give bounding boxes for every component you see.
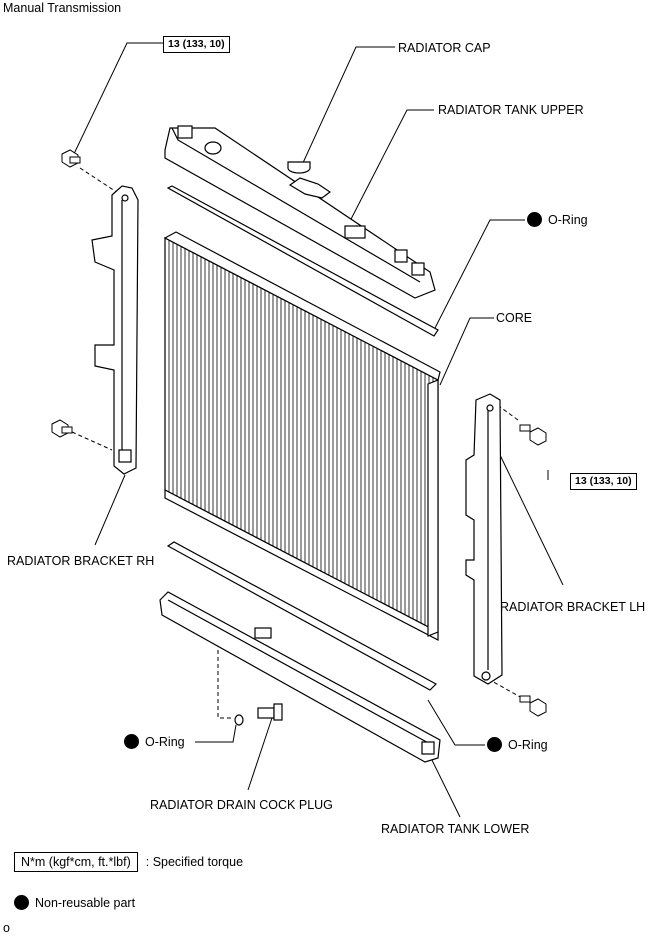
- label-radiator-cap: RADIATOR CAP: [398, 41, 491, 55]
- non-reusable-marker-icon: [487, 737, 502, 752]
- radiator-bracket-rh: [91, 185, 139, 475]
- label-o-ring-lower: O-Ring: [487, 737, 548, 752]
- torque-spec-rh: 13 (133, 10): [163, 36, 230, 53]
- label-radiator-bracket-rh: RADIATOR BRACKET RH: [7, 554, 155, 568]
- label-radiator-drain-cock-plug: RADIATOR DRAIN COCK PLUG: [150, 798, 333, 812]
- bolt-lh-top: [519, 424, 547, 446]
- o-ring-upper: [166, 185, 439, 337]
- footer-code: o: [3, 921, 10, 935]
- non-reusable-marker-icon: [14, 895, 29, 910]
- o-ring-drain-text: O-Ring: [145, 734, 185, 749]
- o-ring-lower: [166, 541, 437, 691]
- legend-torque-desc: : Specified torque: [145, 855, 244, 869]
- bolt-lh-bottom: [519, 695, 547, 717]
- radiator-tank-lower: [159, 591, 441, 763]
- o-ring-upper-text: O-Ring: [548, 212, 588, 227]
- bolt-rh-bottom: [51, 419, 73, 438]
- torque-spec-lh: 13 (133, 10): [570, 473, 637, 490]
- dashed-lines: [71, 167, 523, 719]
- label-o-ring-upper: O-Ring: [527, 212, 588, 227]
- non-reusable-marker-icon: [124, 734, 139, 749]
- label-radiator-tank-lower: RADIATOR TANK LOWER: [381, 822, 530, 836]
- legend-torque-unit: N*m (kgf*cm, ft.*lbf): [14, 852, 138, 872]
- label-core: CORE: [496, 311, 533, 325]
- bolt-rh-top: [61, 149, 81, 168]
- label-o-ring-drain: O-Ring: [124, 734, 185, 749]
- o-ring-lower-text: O-Ring: [508, 737, 548, 752]
- radiator-cap: [287, 161, 311, 174]
- radiator-tank-upper: [164, 125, 436, 299]
- non-reusable-marker-icon: [527, 212, 542, 227]
- radiator-core: [163, 231, 441, 641]
- drain-o-ring: [234, 714, 244, 726]
- label-radiator-bracket-lh: RADIATOR BRACKET LH: [500, 600, 646, 614]
- drain-cock-plug: [257, 703, 283, 721]
- legend-nonreusable-desc: Non-reusable part: [35, 895, 136, 910]
- page-title: Manual Transmission: [3, 1, 122, 15]
- radiator-bracket-lh: [465, 393, 503, 685]
- leader-lines: [71, 42, 564, 818]
- legend-torque: N*m (kgf*cm, ft.*lbf) : Specified torque: [14, 852, 243, 872]
- label-radiator-tank-upper: RADIATOR TANK UPPER: [438, 103, 584, 117]
- legend-nonreusable: Non-reusable part: [14, 895, 135, 910]
